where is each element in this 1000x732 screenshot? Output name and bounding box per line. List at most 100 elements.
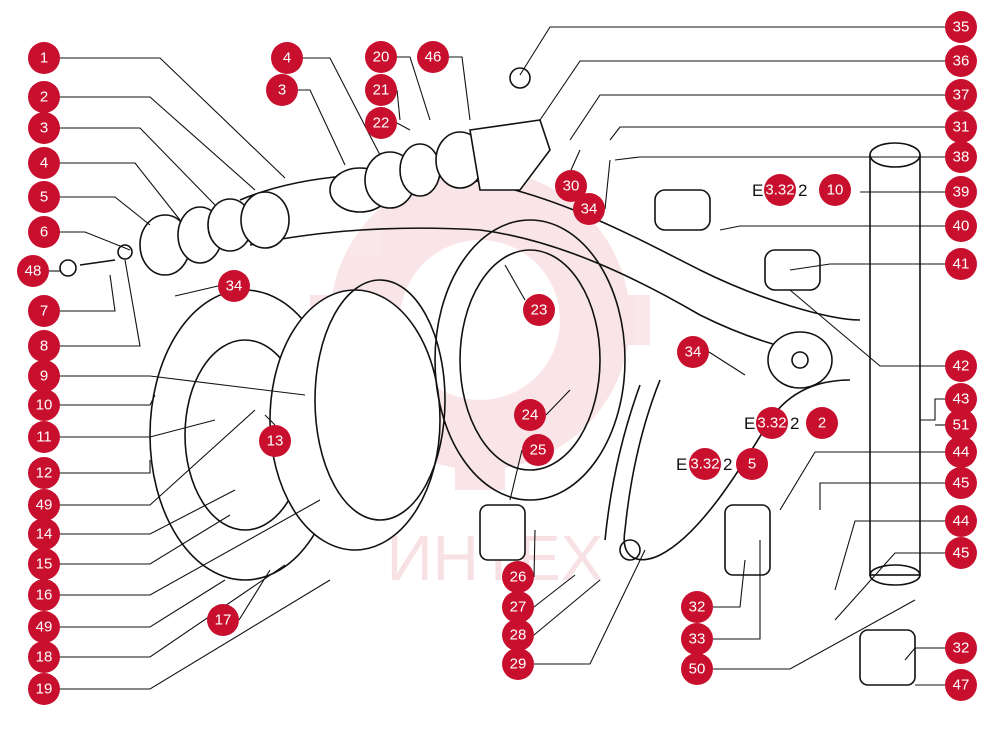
leader-19 — [60, 579, 331, 690]
leader-18 — [60, 564, 286, 658]
leader-7 — [60, 274, 116, 312]
ref-badge-tail — [806, 407, 838, 439]
callout-number: 33 — [689, 631, 706, 648]
callout-number: 34 — [226, 278, 243, 295]
callout-5: 5 — [28, 181, 60, 213]
leader-15 — [60, 514, 231, 565]
callout-number: 4 — [283, 50, 291, 67]
callout-number: 27 — [510, 599, 527, 616]
callout-badge — [945, 669, 977, 701]
callout-badge — [28, 389, 60, 421]
leader-49 — [60, 409, 256, 506]
leader-16 — [60, 499, 321, 596]
leader-24 — [545, 389, 571, 416]
callout-badge — [28, 330, 60, 362]
callout-9: 9 — [28, 360, 60, 392]
callout-number: 20 — [373, 49, 390, 66]
wheel-hub-cylinder — [767, 331, 833, 389]
callout-25: 25 — [522, 434, 554, 466]
callout-number: 31 — [953, 119, 970, 136]
leader-23 — [504, 264, 526, 301]
leader-35 — [519, 26, 945, 76]
callout-badge — [28, 81, 60, 113]
callout-number: 24 — [522, 407, 539, 424]
callout-number: 50 — [689, 661, 706, 678]
callout-badge — [945, 248, 977, 280]
callout-badge — [555, 170, 587, 202]
callout-badge — [28, 611, 60, 643]
callout-42: 42 — [945, 350, 977, 382]
callout-number: 4 — [40, 155, 48, 172]
callout-number: 22 — [373, 115, 390, 132]
callout-badge — [945, 409, 977, 441]
callout-badge — [28, 489, 60, 521]
callout-49: 49 — [28, 489, 60, 521]
callout-badge — [523, 294, 555, 326]
leader-30 — [570, 149, 581, 171]
callout-43: 43 — [945, 383, 977, 415]
leader-17 — [238, 569, 271, 621]
ref-suffix: 2 — [790, 414, 799, 433]
leader-32 — [713, 559, 746, 608]
callout-36: 36 — [945, 45, 977, 77]
callout-number: 28 — [510, 627, 527, 644]
leader-36 — [539, 60, 945, 121]
leader-43 — [920, 398, 945, 421]
callout-badge — [945, 11, 977, 43]
callout-33: 33 — [681, 623, 713, 655]
leader-4 — [303, 57, 381, 156]
callout-number: 3 — [40, 120, 48, 137]
callout-13: 13 — [259, 425, 291, 457]
reference-e332-2: E 3.32 2 2 — [744, 407, 838, 439]
callout-layer: 1234564878910111249141516491819353637313… — [17, 11, 977, 705]
callout-badge — [945, 141, 977, 173]
callout-48: 48 — [17, 255, 49, 287]
callout-44: 44 — [945, 436, 977, 468]
callout-number: 32 — [953, 640, 970, 657]
callout-number: 21 — [373, 82, 390, 99]
callout-46: 46 — [417, 41, 449, 73]
callout-number: 23 — [531, 302, 548, 319]
callout-number: 1 — [40, 50, 48, 67]
callout-1: 1 — [28, 42, 60, 74]
callout-number: 7 — [40, 303, 48, 320]
callout-18: 18 — [28, 641, 60, 673]
callout-badge — [28, 548, 60, 580]
callout-badge — [17, 255, 49, 287]
callout-14: 14 — [28, 518, 60, 550]
callout-badge — [266, 74, 298, 106]
flange-ring — [434, 219, 626, 501]
callout-19: 19 — [28, 673, 60, 705]
leader-46 — [449, 56, 471, 121]
callout-39: 39 — [945, 176, 977, 208]
callout-26: 26 — [502, 561, 534, 593]
leader-29 — [534, 549, 646, 665]
callout-number: 19 — [36, 681, 53, 698]
callout-badge — [502, 591, 534, 623]
callout-number: 43 — [953, 391, 970, 408]
leader-13 — [264, 414, 276, 426]
leader-3 — [298, 89, 346, 166]
callout-number: 34 — [685, 344, 702, 361]
leader-34 — [708, 351, 746, 376]
leader-49 — [60, 579, 226, 628]
top-bushing-assembly — [329, 67, 551, 213]
callout-number: 30 — [563, 178, 580, 195]
callout-number: 38 — [953, 149, 970, 166]
leader-8 — [60, 259, 141, 347]
callout-45: 45 — [945, 537, 977, 569]
callout-20: 20 — [365, 41, 397, 73]
callout-31: 31 — [945, 111, 977, 143]
callout-number: 49 — [36, 619, 53, 636]
leader-1 — [60, 57, 286, 179]
callout-badge — [28, 295, 60, 327]
callout-2: 2 — [28, 81, 60, 113]
callout-badge — [365, 107, 397, 139]
callout-3: 3 — [266, 74, 298, 106]
callout-number: 11 — [36, 429, 52, 446]
leader-27 — [533, 574, 576, 608]
callout-badge — [28, 457, 60, 489]
callout-28: 28 — [502, 619, 534, 651]
ref-badge — [764, 174, 796, 206]
callout-4: 4 — [28, 147, 60, 179]
